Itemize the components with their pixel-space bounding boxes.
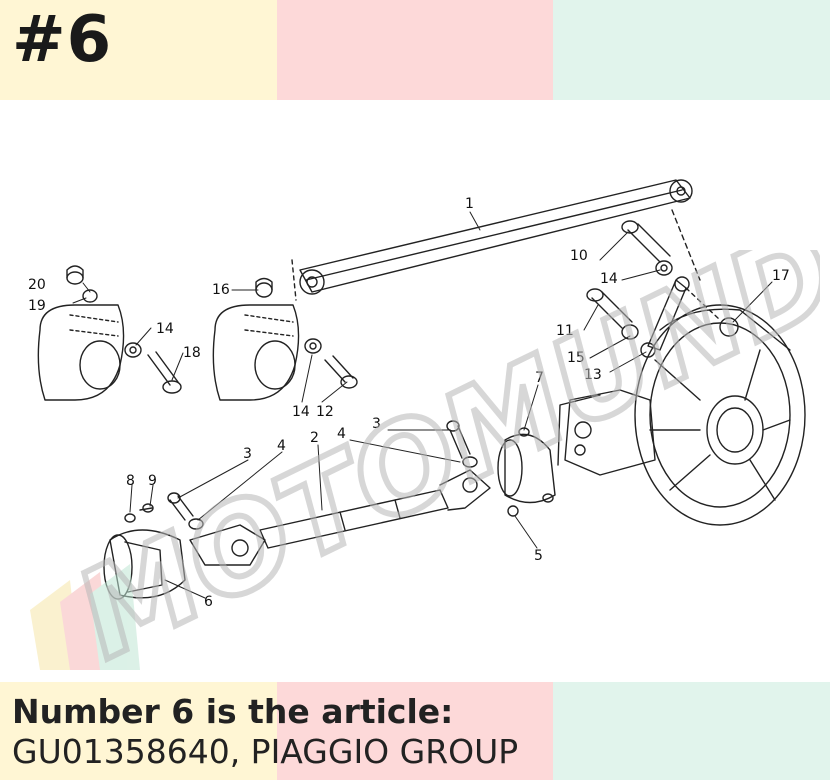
label-3-lower: 3 [243, 446, 252, 462]
top-color-band [0, 0, 830, 100]
right-link-bolts [586, 209, 739, 358]
label-4-upper: 4 [337, 426, 346, 442]
label-3-upper: 3 [372, 416, 381, 432]
label-9: 9 [148, 473, 157, 489]
band-pink [276, 0, 554, 100]
item-number-badge: #6 [12, 3, 113, 77]
label-5: 5 [534, 548, 543, 564]
label-17: 17 [772, 268, 790, 284]
label-15: 15 [567, 350, 585, 366]
center-frame-bracket [212, 277, 358, 401]
band-mint [553, 0, 830, 100]
label-11: 11 [556, 323, 574, 339]
part-labels: 1 2 3 3 4 4 5 6 7 8 9 10 11 12 13 14 14 … [28, 196, 790, 610]
bottom-color-band [0, 682, 830, 780]
band-pink-bottom [276, 682, 554, 780]
label-14-center: 14 [292, 404, 310, 420]
band-mint-bottom [553, 682, 830, 780]
label-18: 18 [183, 345, 201, 361]
band-yellow [0, 0, 277, 100]
label-14-left: 14 [156, 321, 174, 337]
label-8: 8 [126, 473, 135, 489]
label-6: 6 [204, 594, 213, 610]
final-drive-housing [557, 304, 806, 526]
part-cardan-shaft [167, 420, 519, 566]
label-20: 20 [28, 277, 46, 293]
label-10: 10 [570, 248, 588, 264]
label-19: 19 [28, 298, 46, 314]
caption-headline: Number 6 is the article: [12, 692, 454, 731]
label-13: 13 [584, 367, 602, 383]
label-7: 7 [535, 370, 544, 386]
left-frame-bracket [37, 265, 182, 401]
label-4-lower: 4 [277, 438, 286, 454]
label-12: 12 [316, 404, 334, 420]
part-bellows-cover [497, 427, 556, 504]
label-14-right: 14 [600, 271, 618, 287]
part-output-flange-article [103, 503, 186, 600]
band-yellow-bottom [0, 682, 277, 780]
caption-article-code: GU01358640, PIAGGIO GROUP [12, 732, 519, 771]
part-reaction-rod [291, 179, 693, 301]
label-2: 2 [310, 430, 319, 446]
exploded-parts-diagram: 1 2 3 3 4 4 5 6 7 8 9 10 11 12 13 14 14 … [28, 179, 806, 610]
label-16: 16 [212, 282, 230, 298]
leader-lines [72, 211, 773, 599]
label-1: 1 [465, 196, 474, 212]
